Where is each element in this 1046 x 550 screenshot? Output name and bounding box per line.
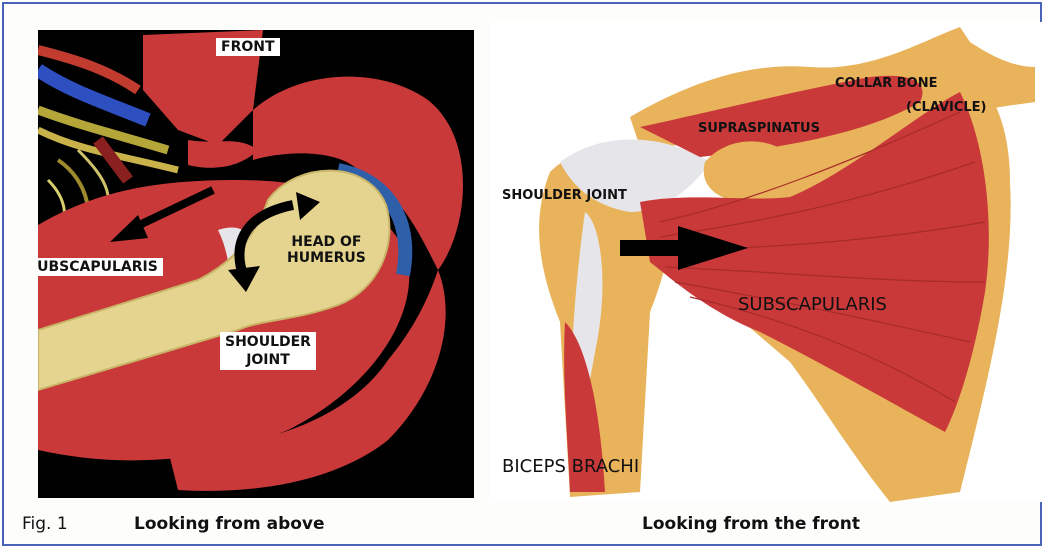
caption-left-view: Looking from above xyxy=(134,514,325,534)
label-front: FRONT xyxy=(216,38,280,56)
label-head-of-humerus-line2: HUMERUS xyxy=(287,250,366,266)
figure-number: Fig. 1 xyxy=(22,514,68,534)
label-clavicle: (CLAVICLE) xyxy=(906,100,987,115)
label-collar-bone: COLLAR BONE xyxy=(835,76,937,91)
label-supraspinatus: SUPRASPINATUS xyxy=(698,121,820,136)
label-head-of-humerus-line1: HEAD OF xyxy=(287,234,366,250)
label-shoulder-joint-line1: SHOULDER xyxy=(225,333,311,351)
label-head-of-humerus: HEAD OF HUMERUS xyxy=(287,234,366,266)
label-shoulder-joint-line2: JOINT xyxy=(225,351,311,369)
label-subscapularis-front: SUBSCAPULARIS xyxy=(738,294,887,315)
view-from-above-illustration: FRONT SUBSCAPULARIS HEAD OF HUMERUS SHOU… xyxy=(38,30,474,498)
label-biceps-brachi: BICEPS BRACHI xyxy=(502,456,639,477)
caption-right-view: Looking from the front xyxy=(642,514,860,534)
label-subscapularis-above: SUBSCAPULARIS xyxy=(38,258,163,276)
view-from-front-illustration: COLLAR BONE (CLAVICLE) SUPRASPINATUS SHO… xyxy=(490,22,1042,502)
front-view-svg xyxy=(490,22,1042,502)
label-shoulder-joint-above: SHOULDER JOINT xyxy=(220,332,316,370)
label-shoulder-joint-front: SHOULDER JOINT xyxy=(502,188,627,203)
